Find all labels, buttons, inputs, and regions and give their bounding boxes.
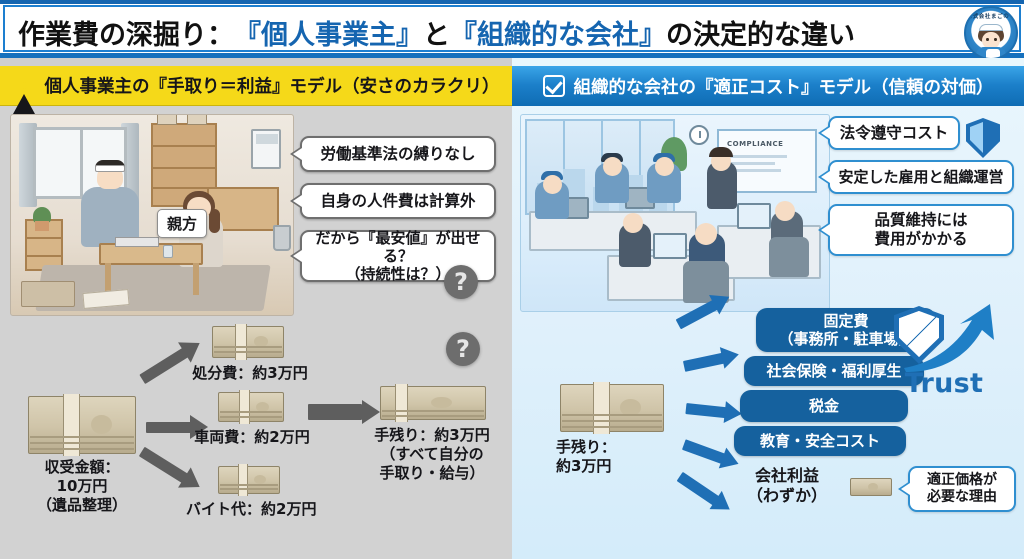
money-source-stack [28,394,136,456]
distribute-arrow-5 [673,466,736,519]
company-profit-money [850,478,892,496]
company-logo: 株式会社まごのて [964,6,1018,60]
master-craftsman-label: 親方 [157,209,208,238]
distribute-arrow-3 [685,396,743,426]
flow-arrow-2 [146,414,208,440]
left-illustration-home-office: 親方 [10,114,294,316]
money-remaining-stack [380,384,486,422]
cost-box-insurance: 社会保険・福利厚生 [744,356,924,386]
cost-label-vehicle: 車両費：約2万円 [194,428,310,446]
cost-label-parttime: バイト代：約2万円 [186,500,317,518]
money-vehicle-stack [218,390,284,424]
left-callout-3: だから『最安値』が出せる？ （持続性は？） [290,228,496,284]
company-money-stack [560,382,664,434]
question-mark-badge-1: ? [444,265,478,299]
money-source-label: 収受金額： 10万円 （遺品整理） [36,458,127,514]
right-panel-header-title: 組織的な会社の『適正コスト』モデル（信頼の対価） [573,77,994,98]
right-callout-2: 安定した雇用と組織運営 [818,160,1014,194]
left-callout-2-text: 自身の人件費は計算外 [320,191,476,210]
compliance-board-text: COMPLIANCE [727,140,784,148]
right-callout-1: 法令遵守コスト [818,116,960,150]
profit-callout-line2: 必要な理由 [927,489,997,505]
upward-arrow-icon [902,302,1002,374]
title-highlight-1: 『個人事業主』 [234,19,423,51]
bookshelf-icon [151,123,217,207]
left-callout-1-text: 労働基準法の縛りなし [320,144,476,163]
cost-box-education: 教育・安全コスト [734,426,906,456]
warning-triangle-icon [12,75,36,114]
distribute-arrow-2 [682,343,742,378]
left-panel-header: 個人事業主の『手取り＝利益』モデル（安さのカラクリ） [0,66,512,114]
left-panel-sole-proprietor: 個人事業主の『手取り＝利益』モデル（安さのカラクリ） [0,66,512,559]
left-panel-header-title: 個人事業主の『手取り＝利益』モデル（安さのカラクリ） [44,77,500,97]
left-callout-3-text: だから『最安値』が出せる？ （持続性は？） [315,228,481,284]
title-middle: と [423,19,450,51]
remaining-money-label: 手残り：約3万円 （すべて自分の 手取り・給与） [374,426,490,482]
cost-box-fixed-line2: （事務所・駐車場） [778,330,914,348]
right-callout-2-text: 安定した雇用と組織運営 [838,167,1004,186]
page-header: 作業費の深掘り：『個人事業主』と『組織的な会社』の決定的な違い 株式会社まごのて [0,0,1024,60]
company-profit-label: 会社利益 （わずか） [746,466,827,505]
right-panel-header: 組織的な会社の『適正コスト』モデル（信頼の対価） [512,66,1024,106]
cost-label-disposal: 処分費：約3万円 [192,364,308,382]
title-highlight-2: 『組織的な会社』 [450,19,666,51]
left-callout-2: 自身の人件費は計算外 [290,183,496,219]
page-title: 作業費の深掘り：『個人事業主』と『組織的な会社』の決定的な違い [18,10,918,54]
checkbox-icon [542,75,565,97]
cost-box-fixed-line1: 固定費 [823,312,869,330]
cost-box-tax: 税金 [740,390,908,422]
right-illustration-office: COMPLIANCE [520,114,830,312]
question-mark-badge-2: ? [446,332,480,366]
logo-arc-text: 株式会社まごのて [966,14,1016,20]
compliance-board: COMPLIANCE [717,129,817,193]
right-callout-1-text: 法令遵守コスト [839,123,949,142]
title-part-1: 作業費の深掘り： [18,19,234,51]
shield-icon [966,118,1000,158]
title-part-2: の決定的な違い [666,19,855,51]
left-callout-1: 労働基準法の縛りなし [290,136,496,172]
money-disposal-stack [212,324,284,360]
right-profit-callout: 適正価格が 必要な理由 [898,466,1016,512]
flow-arrow-result [308,398,380,426]
right-panel-organized-company: 組織的な会社の『適正コスト』モデル（信頼の対価） COMPLIANCE [512,66,1024,559]
profit-callout-line1: 適正価格が [927,471,997,488]
right-callout-3-text: 品質維持には 費用がかかる [874,211,968,248]
company-money-label: 手残り： 約3万円 [556,438,617,475]
panel-top-strip [0,58,1024,66]
trust-logo-text: Trust [904,368,984,399]
money-parttime-stack [218,464,280,496]
logo-character-icon [976,24,1006,58]
trust-logo: Trust [884,302,1004,414]
right-callout-3: 品質維持には 費用がかかる [818,204,1014,256]
wall-clock-icon [689,125,709,145]
